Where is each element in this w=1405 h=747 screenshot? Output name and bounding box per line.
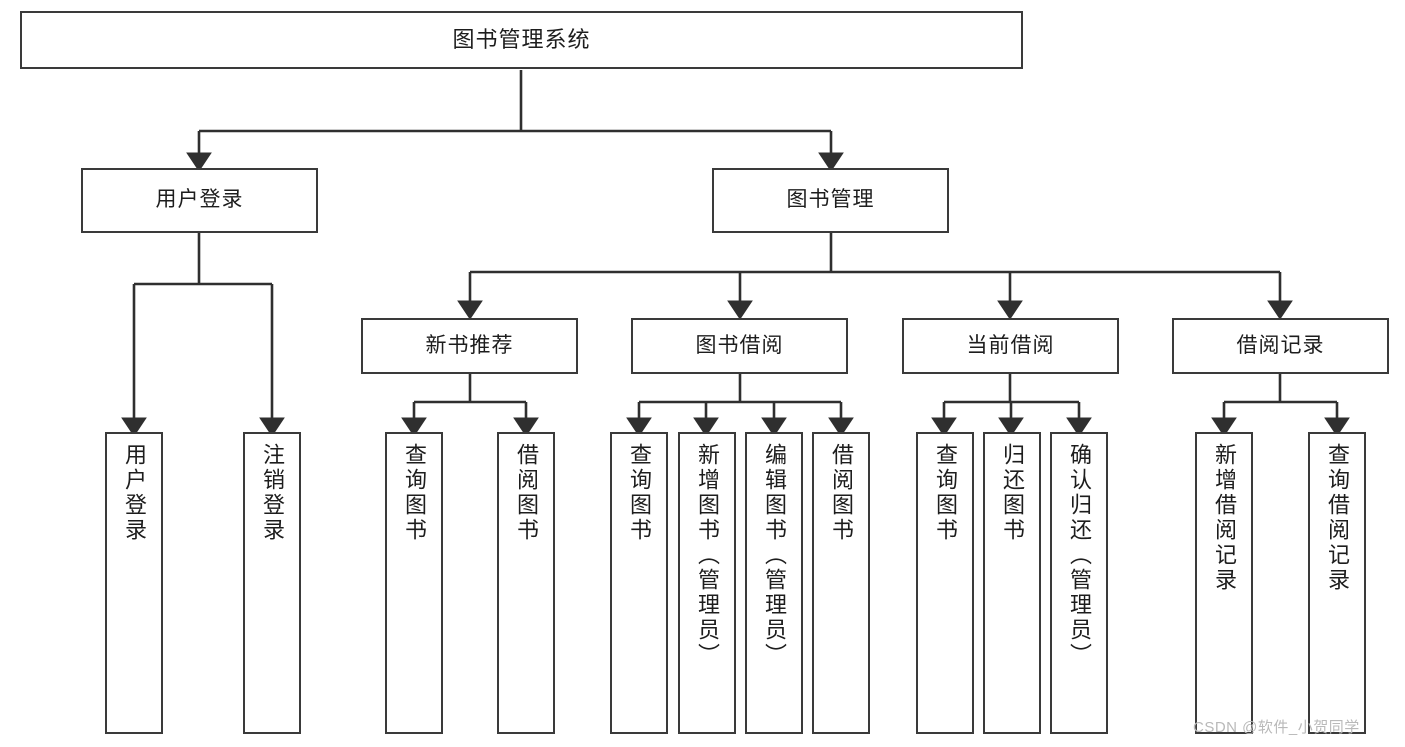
- node-label: 当前借阅: [966, 333, 1055, 357]
- node-label: 借阅记录: [1236, 333, 1325, 357]
- node-label: 用户登录: [155, 188, 244, 212]
- node-book-management[interactable]: 图书管理: [712, 168, 949, 233]
- node-label: 借阅图书: [829, 443, 854, 543]
- node-label: 注销登录: [260, 443, 285, 543]
- node-label: 查询图书: [933, 443, 958, 543]
- leaf-add-borrow-record[interactable]: 新增借阅记录: [1195, 432, 1253, 734]
- node-label: 查询图书: [402, 443, 427, 543]
- node-user-login[interactable]: 用户登录: [81, 168, 318, 233]
- leaf-edit-book-admin[interactable]: 编辑图书（管理员）: [745, 432, 803, 734]
- leaf-borrow-book-from-borrow[interactable]: 借阅图书: [812, 432, 870, 734]
- node-label: 新增图书（管理员）: [695, 443, 720, 668]
- leaf-borrow-book-from-recommend[interactable]: 借阅图书: [497, 432, 555, 734]
- node-label: 查询借阅记录: [1325, 443, 1350, 593]
- leaf-query-borrow-record[interactable]: 查询借阅记录: [1308, 432, 1366, 734]
- leaf-query-book-from-recommend[interactable]: 查询图书: [385, 432, 443, 734]
- node-label: 编辑图书（管理员）: [762, 443, 787, 668]
- node-label: 图书管理: [786, 188, 875, 212]
- node-label: 归还图书: [1000, 443, 1025, 543]
- leaf-query-book-from-borrow[interactable]: 查询图书: [610, 432, 668, 734]
- node-label: 新增借阅记录: [1212, 443, 1237, 593]
- node-label: 图书管理系统: [452, 27, 591, 53]
- leaf-query-book-from-current[interactable]: 查询图书: [916, 432, 974, 734]
- leaf-logout-login[interactable]: 注销登录: [243, 432, 301, 734]
- node-book-borrow[interactable]: 图书借阅: [631, 318, 848, 374]
- leaf-add-book-admin[interactable]: 新增图书（管理员）: [678, 432, 736, 734]
- node-new-book-recommend[interactable]: 新书推荐: [361, 318, 578, 374]
- node-label: 确认归还（管理员）: [1067, 443, 1092, 668]
- node-label: 新书推荐: [425, 333, 514, 357]
- leaf-confirm-return-admin[interactable]: 确认归还（管理员）: [1050, 432, 1108, 734]
- node-borrow-record[interactable]: 借阅记录: [1172, 318, 1389, 374]
- node-label: 借阅图书: [514, 443, 539, 543]
- leaf-return-book[interactable]: 归还图书: [983, 432, 1041, 734]
- csdn-watermark: CSDN @软件_小贺同学: [1193, 719, 1360, 736]
- node-label: 用户登录: [122, 443, 147, 543]
- node-label: 图书借阅: [695, 333, 784, 357]
- node-current-borrow[interactable]: 当前借阅: [902, 318, 1119, 374]
- node-root-book-management-system[interactable]: 图书管理系统: [20, 11, 1023, 69]
- node-label: 查询图书: [627, 443, 652, 543]
- leaf-user-login[interactable]: 用户登录: [105, 432, 163, 734]
